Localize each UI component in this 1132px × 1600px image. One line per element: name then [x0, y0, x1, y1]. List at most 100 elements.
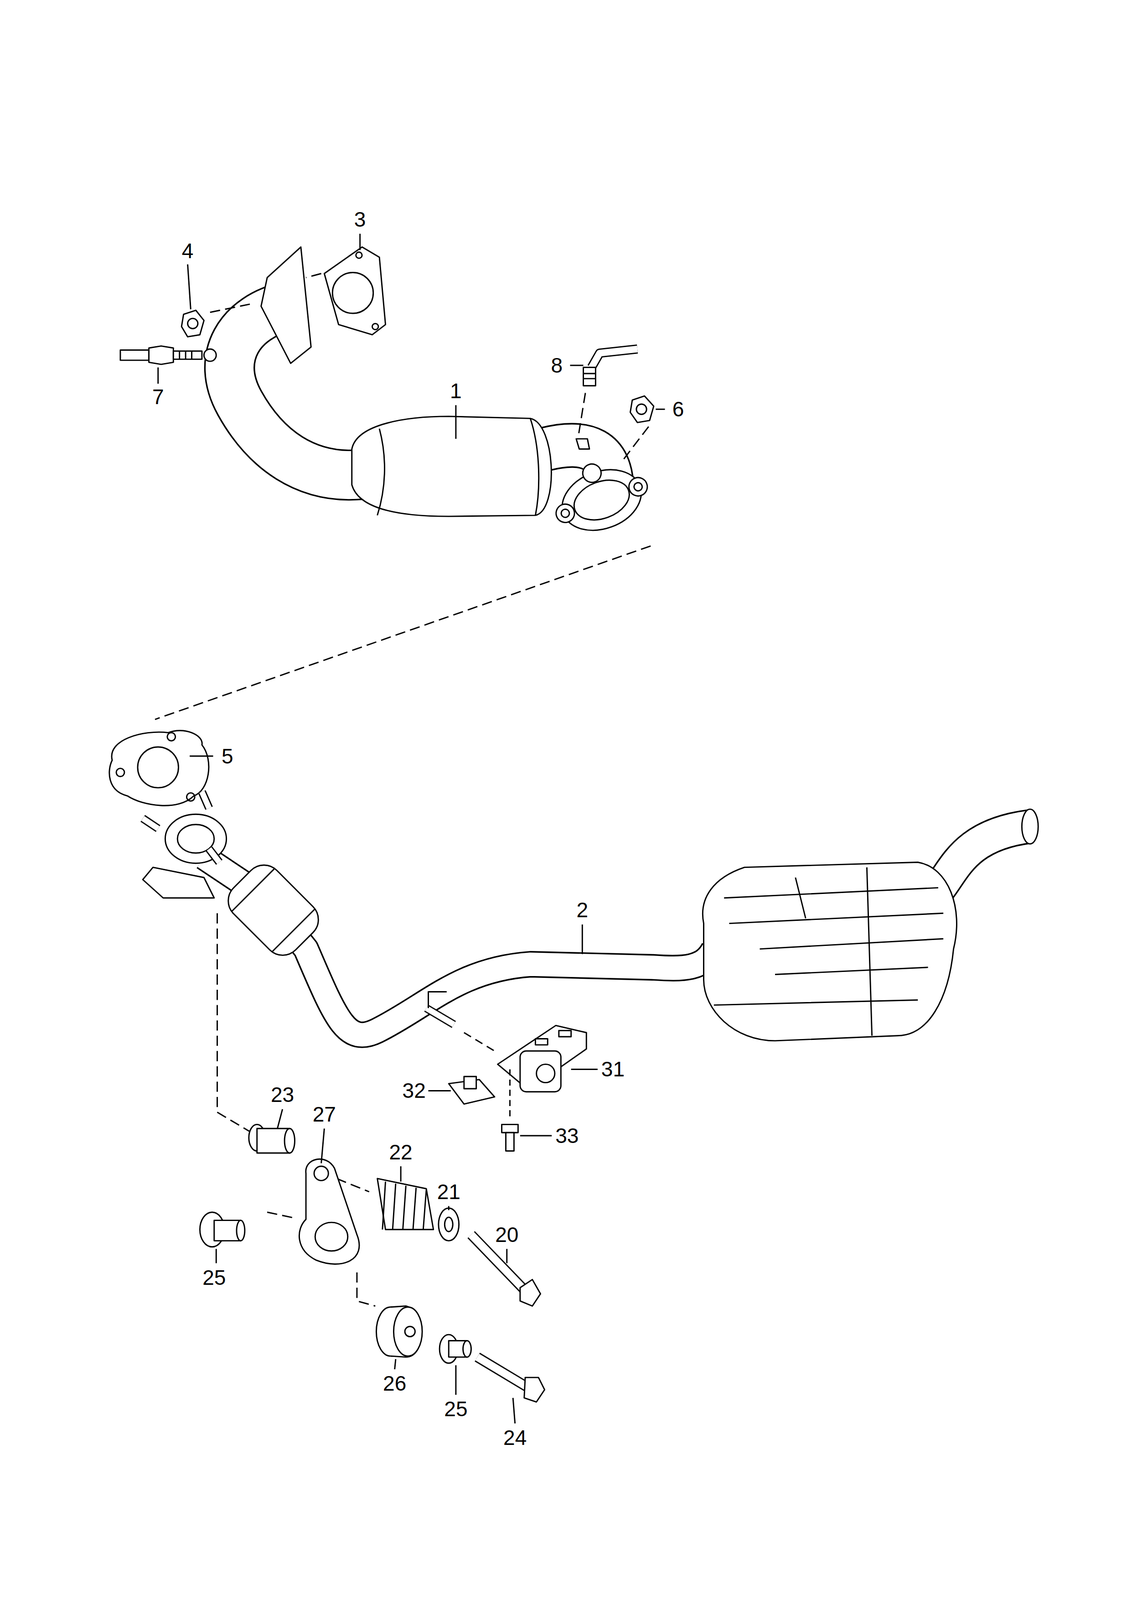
callout-number: 6: [671, 398, 686, 420]
assembly-line: [155, 273, 651, 1306]
hanger-bracket: [506, 1132, 515, 1151]
leader-line: [394, 1358, 396, 1369]
mount-parts: [393, 1306, 423, 1356]
hanger-bracket: [464, 1032, 495, 1051]
oxygen-sensor: [120, 346, 217, 365]
callout-number: 23: [269, 1083, 295, 1105]
assembly-line: [578, 392, 586, 437]
rear-exhaust: [203, 856, 714, 1035]
leader-line: [428, 1089, 451, 1091]
rear-exhaust: [142, 867, 215, 898]
pipe-fitting: [591, 348, 638, 367]
front-pipe: [261, 247, 312, 364]
callout-number: 24: [502, 1426, 528, 1448]
pipe-fitting: [583, 367, 596, 386]
rear-exhaust: [220, 857, 326, 963]
leader-line: [520, 1134, 552, 1136]
leader-line: [400, 1165, 402, 1182]
front-pipe: [351, 416, 552, 517]
mount-parts: [382, 1181, 427, 1230]
hanger-bracket: [520, 1050, 561, 1091]
front-pipe: [553, 459, 650, 541]
callout-number: 26: [382, 1372, 408, 1394]
pipe-fitting: [591, 348, 638, 367]
oxygen-sensor: [203, 348, 217, 362]
hanger-bracket: [464, 1075, 477, 1089]
callout-number: 22: [388, 1141, 414, 1163]
rear-exhaust: [426, 1007, 454, 1024]
front-pipe: [576, 438, 590, 449]
mount-parts: [438, 1207, 460, 1241]
gasket: [109, 730, 209, 806]
leader-line: [448, 1205, 450, 1210]
gasket: [167, 732, 176, 741]
nut: [630, 395, 654, 423]
leader-line: [506, 1248, 508, 1263]
leader-line: [157, 367, 159, 384]
oxygen-sensor: [120, 350, 150, 361]
leader-line: [215, 1248, 218, 1263]
callout-number: 8: [550, 354, 564, 376]
hanger-bracket: [509, 1069, 511, 1117]
mount-parts: [477, 1356, 529, 1387]
leader-line: [571, 1068, 598, 1070]
front-pipe: [377, 428, 385, 516]
mount-parts: [404, 1325, 415, 1336]
pipe-fitting: [583, 373, 596, 379]
nut: [187, 318, 198, 329]
rear-exhaust: [795, 867, 873, 1036]
callout-number: 5: [220, 745, 235, 767]
leader-line: [569, 364, 584, 367]
hanger-bracket: [535, 1038, 548, 1045]
mount-parts: [377, 1178, 434, 1230]
gasket: [332, 272, 373, 314]
assembly-line: [217, 912, 255, 1134]
mount-parts: [299, 1158, 360, 1264]
oxygen-sensor: [149, 346, 174, 365]
rear-exhaust: [713, 887, 944, 1005]
rear-exhaust: [428, 991, 447, 1008]
gasket: [372, 323, 378, 330]
leader-line: [512, 1397, 515, 1423]
callout-number: 21: [436, 1180, 462, 1202]
pipe-fitting: [583, 348, 638, 386]
gasket: [109, 730, 209, 806]
gasket: [186, 792, 195, 801]
leader-line: [277, 1108, 283, 1129]
leader-line: [359, 233, 361, 251]
callout-number: 20: [494, 1223, 520, 1245]
leader-line: [158, 233, 666, 1423]
mount-parts: [314, 1165, 329, 1180]
oxygen-sensor: [179, 351, 192, 360]
callout-number: 1: [449, 380, 463, 402]
rear-exhaust: [203, 856, 714, 1035]
rear-exhaust: [1021, 808, 1039, 844]
leader-line: [454, 1364, 457, 1395]
oxygen-sensor: [173, 351, 202, 360]
front-pipe: [530, 418, 539, 516]
leader-line: [454, 404, 457, 439]
leader-line: [321, 1127, 325, 1163]
mount-parts: [524, 1376, 545, 1402]
rear-exhaust: [142, 791, 220, 862]
hanger-bracket: [536, 1063, 555, 1082]
assembly-line: [356, 1271, 376, 1306]
gasket: [137, 746, 179, 788]
mount-parts: [315, 1221, 348, 1251]
mount-parts: [444, 1216, 453, 1231]
callout-number: 25: [201, 1266, 227, 1288]
callout-number: 3: [353, 208, 367, 230]
hanger-bracket: [558, 1030, 572, 1037]
assembly-line: [267, 1211, 296, 1218]
leader-line: [581, 924, 584, 954]
front-pipe: [229, 247, 657, 544]
gasket: [324, 247, 386, 335]
hanger-bracket: [501, 1123, 519, 1132]
assembly-line: [155, 545, 651, 719]
callout-number: 33: [554, 1124, 580, 1146]
nut: [181, 310, 204, 337]
mount-parts: [236, 1219, 245, 1241]
rear-exhaust: [220, 857, 326, 963]
